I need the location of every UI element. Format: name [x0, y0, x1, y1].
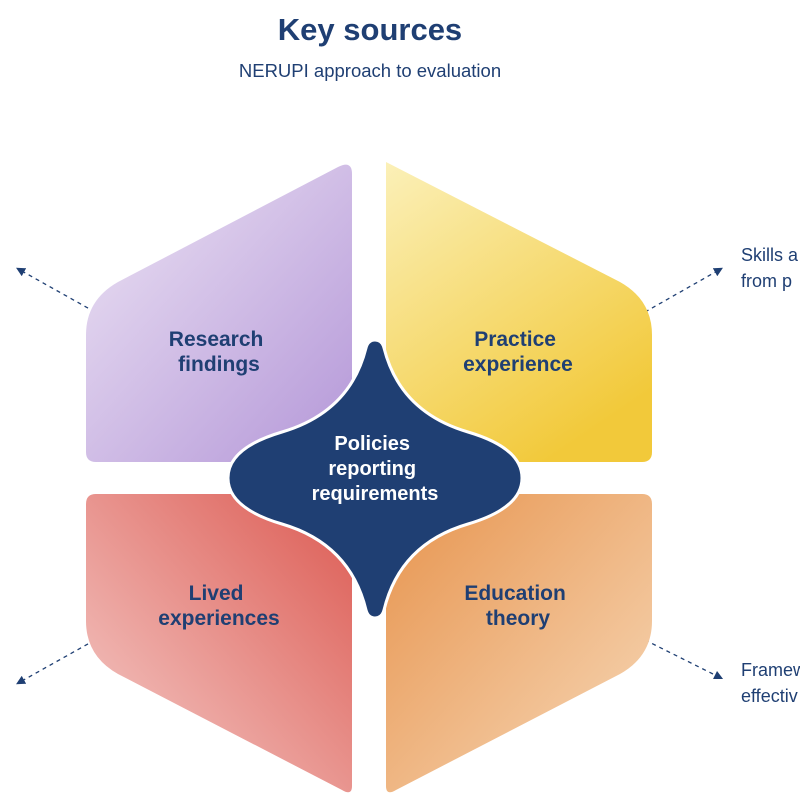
arrow-bottom-left	[16, 639, 96, 685]
arrow-top-left	[16, 267, 96, 313]
quadrant-lived-experiences	[86, 494, 352, 793]
policies-label: Policies reporting requirements	[312, 433, 439, 505]
lived-experiences-label: Lived experiences	[158, 582, 279, 630]
page-subtitle: NERUPI approach to evaluation	[238, 60, 502, 81]
center-policies-star	[226, 338, 524, 620]
page-title: Key sources	[277, 12, 463, 47]
side-label-top-right: Skills a from p	[741, 245, 800, 291]
arrow-top-right	[644, 267, 723, 313]
education-theory-label: Education theory	[464, 582, 571, 630]
quadrant-education-theory	[386, 494, 652, 793]
quadrant-practice-experience	[386, 162, 652, 462]
side-label-bottom-right: Framew effectiv	[741, 660, 800, 706]
quadrant-research-findings	[86, 164, 352, 462]
research-findings-label: Research findings	[169, 328, 269, 376]
arrow-bottom-right	[644, 639, 724, 680]
practice-experience-label: Practice experience	[463, 328, 573, 376]
